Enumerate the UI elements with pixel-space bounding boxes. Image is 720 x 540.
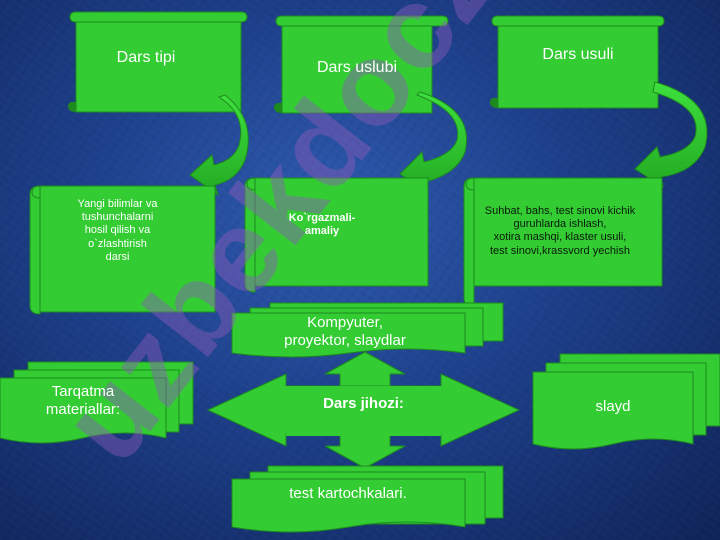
doc-stack-tarqatma bbox=[0, 361, 194, 444]
label-dars-uslubi: Dars uslubi bbox=[316, 59, 398, 76]
curved-arrow-2 bbox=[399, 91, 467, 194]
tipi-desc-line: o`zlashtirish bbox=[88, 237, 147, 250]
tipi-desc-line: hosil qilish va bbox=[84, 224, 151, 237]
usuli-description: Suhbat, bahs, test sinovi kichik guruhla… bbox=[470, 205, 650, 258]
usuli-desc-line: Suhbat, bahs, test sinovi kichik bbox=[484, 205, 636, 217]
doc-stack-kompyuter bbox=[231, 302, 504, 358]
equipment-top-line: proyektor, slaydlar bbox=[284, 332, 406, 349]
equipment-top-line: Kompyuter, bbox=[307, 314, 383, 331]
four-way-arrow bbox=[206, 351, 521, 469]
equipment-bottom-label: test kartochkalari. bbox=[289, 485, 407, 502]
scroll-dars-uslubi bbox=[274, 15, 449, 114]
usuli-desc-line: test sinovi,krassvord yechish bbox=[490, 244, 630, 257]
tipi-desc-line: darsi bbox=[105, 250, 130, 263]
equipment-center-label: Dars jihozi: bbox=[323, 395, 404, 412]
scroll-uslubi-description bbox=[244, 177, 429, 293]
scroll-dars-usuli bbox=[490, 15, 665, 109]
tipi-desc-line: tushunchalarni bbox=[81, 211, 154, 224]
uslubi-desc-line: amaliy bbox=[304, 225, 340, 238]
doc-stack-test-kartochkalari bbox=[231, 465, 504, 533]
label-dars-tipi: Dars tipi bbox=[116, 49, 176, 66]
equipment-left-line: Tarqatma bbox=[51, 383, 115, 400]
equipment-right-label: slayd bbox=[595, 398, 631, 415]
usuli-desc-line: guruhlarda ishlash, bbox=[513, 218, 607, 231]
equipment-top-label: Kompyuter, proyektor, slaydlar bbox=[240, 314, 450, 350]
scroll-tipi-description bbox=[29, 185, 216, 315]
usuli-desc-line: xotira mashqi, klaster usuli, bbox=[493, 231, 627, 244]
equipment-left-label: Tarqatma materiallar: bbox=[18, 383, 148, 419]
uslubi-description: Ko`rgazmali- amaliy bbox=[262, 212, 382, 238]
tipi-desc-line: Yangi bilimlar va bbox=[77, 198, 158, 210]
label-dars-usuli: Dars usuli bbox=[542, 46, 614, 63]
equipment-left-line: materiallar: bbox=[45, 401, 121, 418]
tipi-description: Yangi bilimlar va tushunchalarni hosil q… bbox=[45, 198, 190, 264]
doc-stack-slayd bbox=[532, 353, 720, 450]
curved-arrow-1 bbox=[189, 94, 249, 197]
scroll-usuli-description bbox=[463, 177, 663, 307]
uslubi-desc-line: Ko`rgazmali- bbox=[288, 212, 356, 224]
scroll-dars-tipi bbox=[68, 11, 248, 113]
